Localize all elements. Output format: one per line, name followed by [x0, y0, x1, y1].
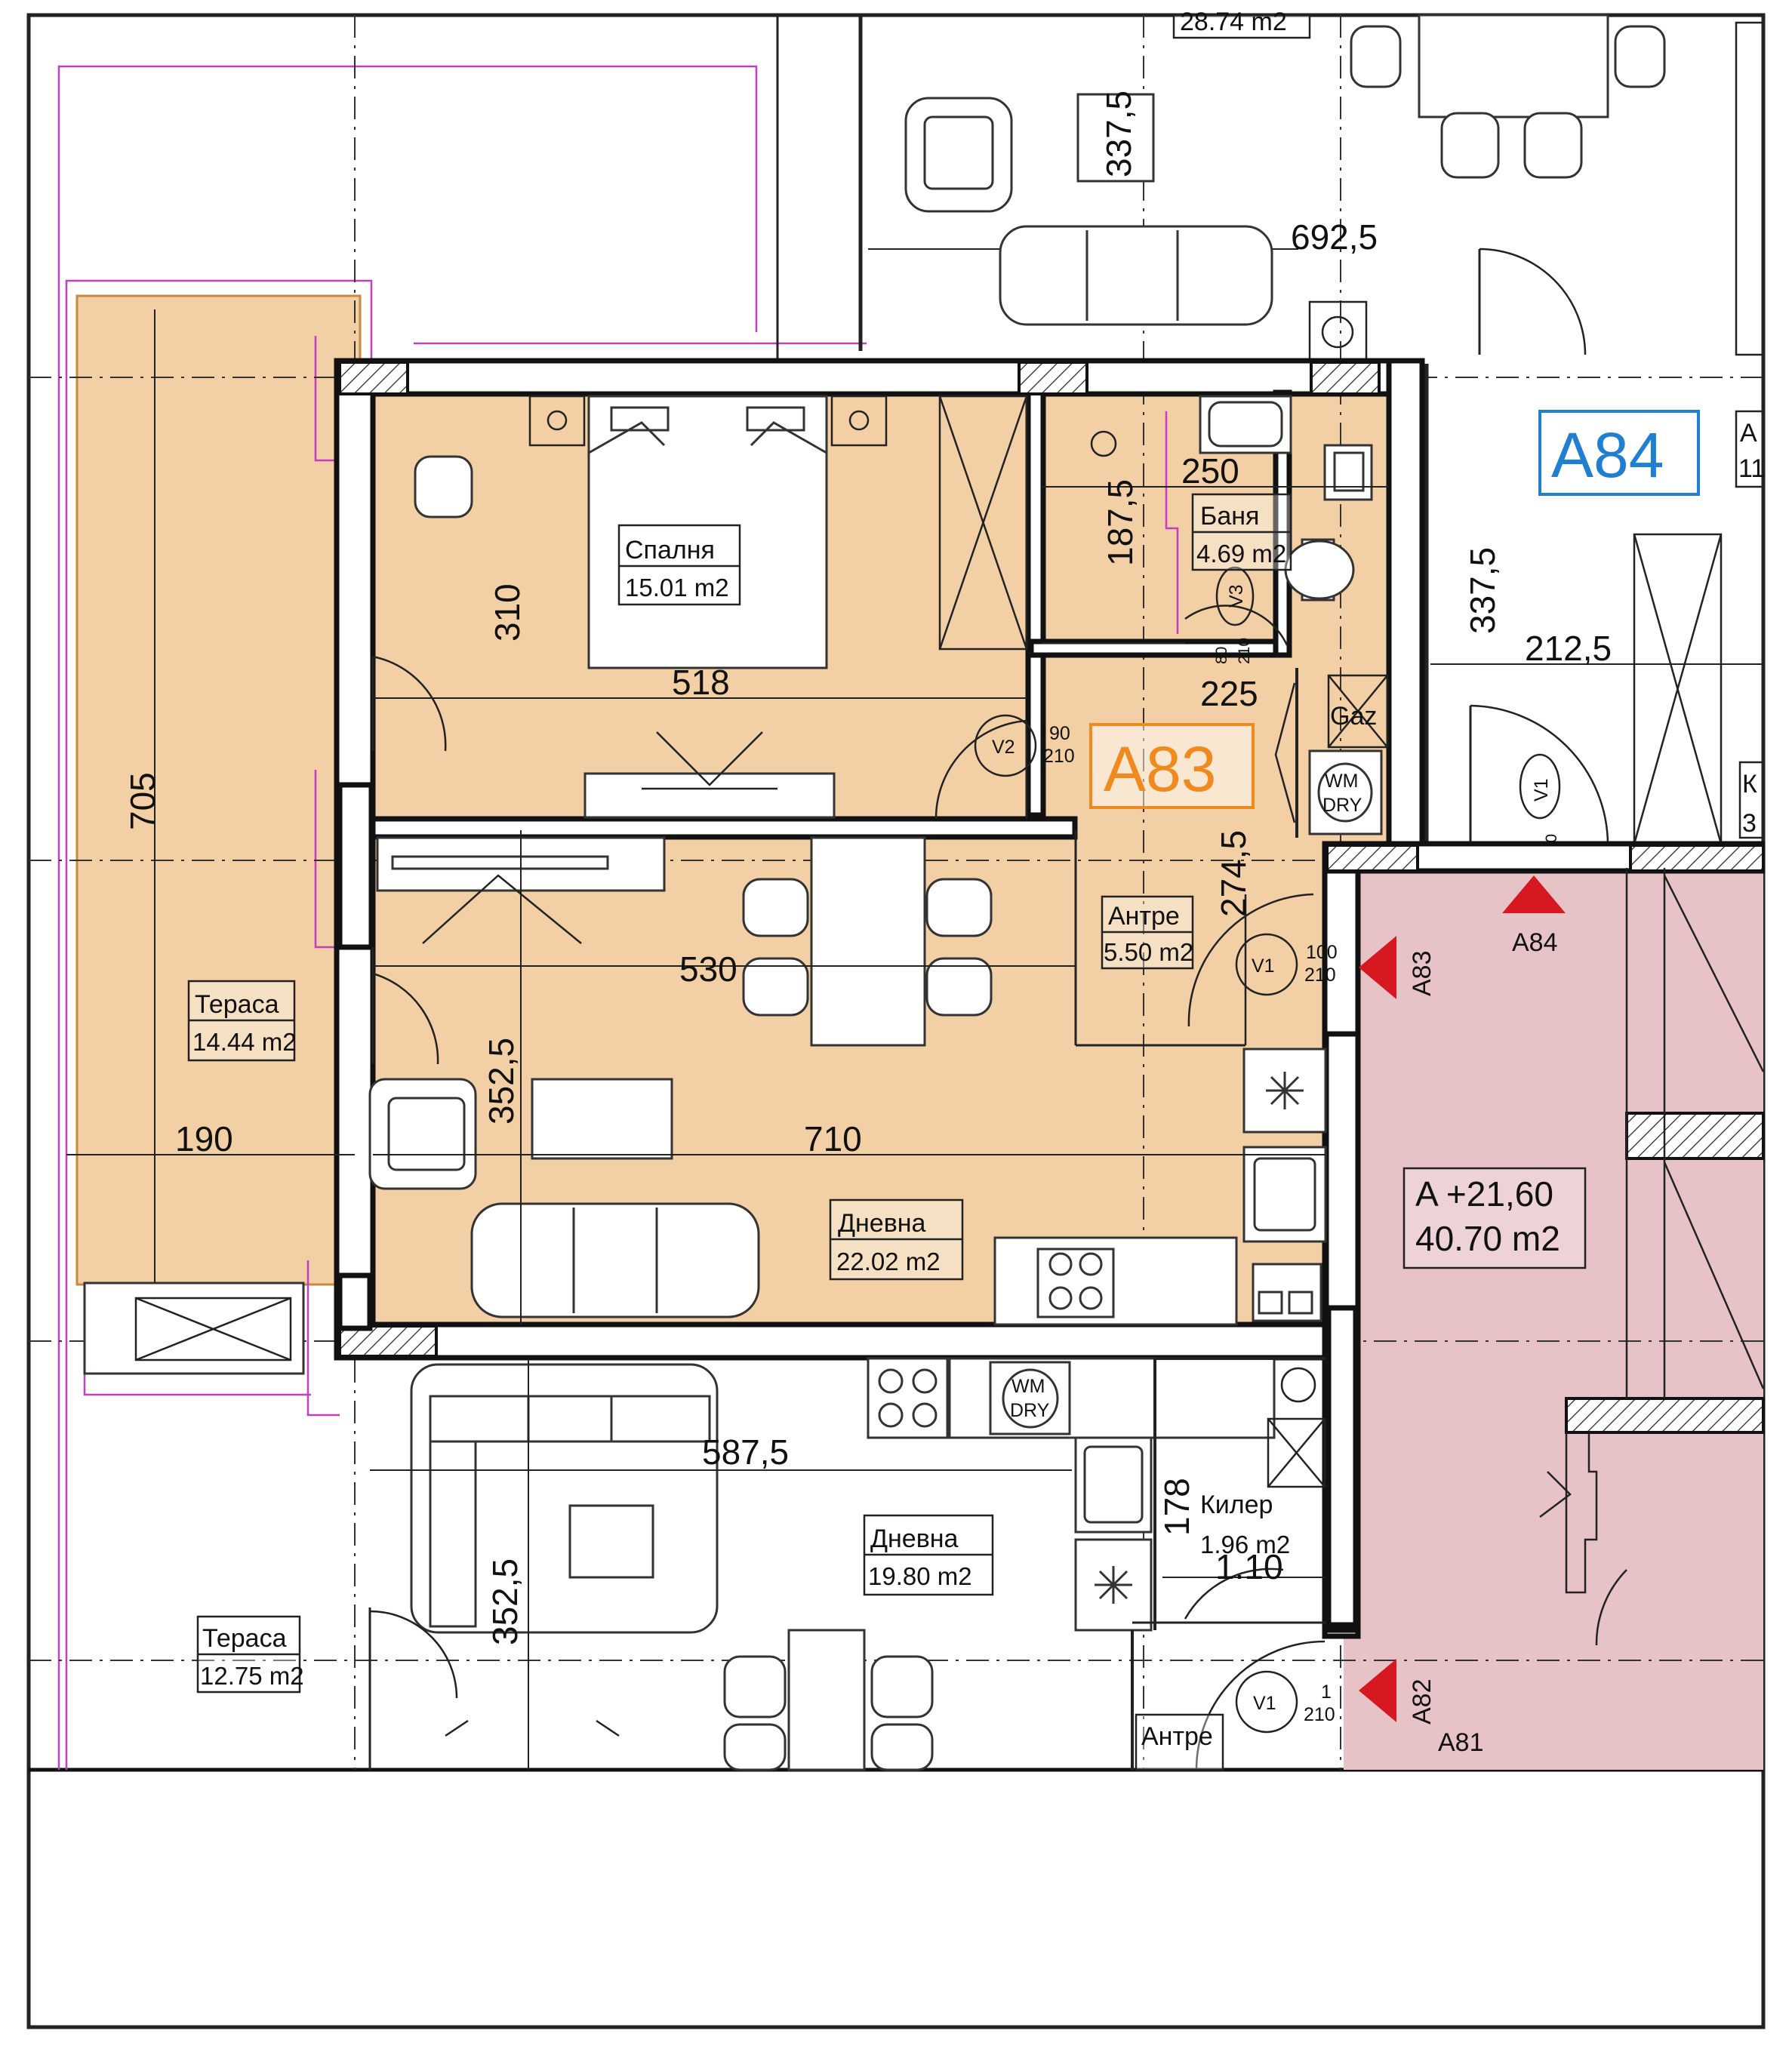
dim-274: 274,5	[1214, 830, 1253, 917]
terrace: Тераса 14.44 m2 705 190	[66, 309, 355, 1375]
dim-705: 705	[123, 772, 162, 830]
wm-label: WM	[1325, 771, 1358, 792]
hall-name: Антре	[1108, 902, 1180, 931]
bedroom-area: 15.01 m2	[625, 574, 729, 601]
lower-living-name: Дневна	[870, 1525, 959, 1553]
side-label-3: 3	[1742, 809, 1757, 838]
common-area: 40.70 m2	[1415, 1219, 1560, 1258]
common-area: A +21,60 40.70 m2 A84 A83 A82 A81	[1359, 868, 1765, 1757]
common-level: A +21,60	[1415, 1174, 1553, 1214]
walls	[334, 358, 1766, 1639]
dim-310: 310	[488, 583, 527, 641]
hall-area: 5.50 m2	[1104, 938, 1193, 966]
door-v2: V2	[992, 737, 1015, 758]
bedroom: Спалня 15.01 m2 310 518 V2 90 210	[371, 395, 1075, 820]
common-area-fill	[1344, 844, 1763, 1770]
dim-225: 225	[1200, 674, 1258, 713]
unit-a84-label: A84	[1551, 420, 1664, 491]
living-room: Дневна 22.02 m2 530 352,5 710	[368, 830, 1327, 1326]
door-v2-210: 210	[1043, 746, 1075, 767]
marker-a84-triangle	[1502, 875, 1566, 913]
living-area: 22.02 m2	[836, 1248, 941, 1275]
terrace-name: Тераса	[195, 990, 279, 1019]
door-v3-210: 210	[1236, 638, 1253, 664]
door-v1-a83: V1	[1252, 955, 1275, 977]
bathroom-area: 4.69 m2	[1196, 540, 1286, 568]
lower-wm-label: WM	[1011, 1376, 1045, 1397]
dim-710: 710	[804, 1119, 862, 1158]
dim-530: 530	[679, 949, 737, 989]
dim-212: 212,5	[1525, 629, 1612, 668]
side-label-a: A	[1740, 419, 1757, 448]
hall: Gaz WM DRY A83 Антре 5.50 m2 225 274,5 V…	[1074, 668, 1389, 1047]
lower-pantry-name: Килер	[1200, 1491, 1273, 1519]
marker-a82-triangle	[1359, 1659, 1396, 1722]
door-v3: V3	[1226, 584, 1247, 608]
door-v1-100: 100	[1306, 942, 1338, 963]
lower-dry-label: DRY	[1010, 1400, 1050, 1421]
door-lower-210: 210	[1304, 1704, 1335, 1725]
unit-a83-label: A83	[1104, 734, 1216, 805]
lower-pantry-area: 1.96 m2	[1200, 1531, 1290, 1558]
door-v2-90: 90	[1049, 723, 1070, 744]
dim-518: 518	[672, 663, 730, 702]
lower-terrace-area: 12.75 m2	[200, 1662, 304, 1690]
lower-hall-name: Антре	[1141, 1722, 1213, 1751]
marker-a81-label: A81	[1438, 1728, 1484, 1757]
apartment-a84: A84 A 11 212,5 337,5 V1 1 210 К 3	[1424, 364, 1765, 860]
marker-a83-label: A83	[1408, 951, 1436, 997]
door-lower-1: 1	[1321, 1681, 1332, 1703]
bathroom: Баня 4.69 m2 250 187,5 V3 80 210	[1042, 395, 1389, 664]
dim-110: 1.10	[1215, 1547, 1283, 1586]
dry-label: DRY	[1322, 795, 1362, 816]
door-v1-lower: V1	[1253, 1693, 1276, 1714]
upper-apartment: 28.74 m2 337,5 692,5	[776, 8, 1765, 377]
side-label-k: К	[1742, 770, 1757, 798]
door-v3-80: 80	[1213, 647, 1230, 664]
dim-337-top: 337,5	[1099, 91, 1138, 177]
dim-178: 178	[1157, 1478, 1196, 1536]
side-label-11: 11	[1738, 454, 1765, 483]
door-v1-a84: V1	[1531, 778, 1552, 801]
marker-a82-label: A82	[1408, 1679, 1436, 1725]
gaz-label: Gaz	[1330, 702, 1377, 731]
dim-190: 190	[175, 1119, 233, 1158]
bathroom-name: Баня	[1200, 502, 1259, 531]
lower-living-area: 19.80 m2	[868, 1562, 972, 1590]
door-v1-210: 210	[1304, 965, 1336, 986]
dim-352-lower: 352,5	[485, 1558, 525, 1645]
top-area-label: 28.74 m2	[1180, 8, 1287, 36]
dim-250: 250	[1181, 451, 1239, 491]
bedroom-name: Спалня	[625, 536, 715, 565]
dim-587: 587,5	[702, 1432, 789, 1472]
lower-terrace-name: Тераса	[202, 1624, 287, 1653]
living-name: Дневна	[838, 1209, 926, 1238]
terrace-area: 14.44 m2	[192, 1028, 297, 1056]
lower-apartment: WM DRY Дневна 19.80 m2 Килер 1.96 m2	[196, 1357, 1335, 1771]
marker-a84-label: A84	[1512, 928, 1558, 957]
dim-187: 187,5	[1101, 479, 1140, 566]
dim-692: 692,5	[1291, 217, 1378, 257]
marker-a83-triangle	[1359, 936, 1396, 999]
dim-352: 352,5	[482, 1038, 521, 1125]
terrace-fill	[75, 294, 362, 1286]
dim-337-right: 337,5	[1463, 547, 1502, 634]
